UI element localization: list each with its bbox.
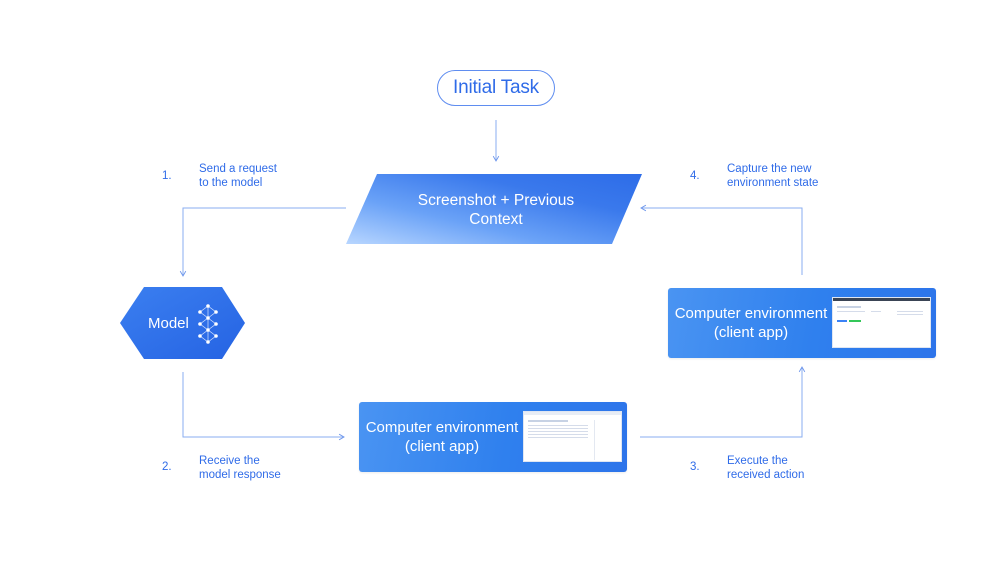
step-3-line-1: Execute the [727, 455, 788, 467]
initial-task-label: Initial Task [453, 77, 539, 98]
step-1-line-1: Send a request [199, 163, 278, 175]
context-line-2: Context [469, 211, 523, 228]
step-3-label: Execute the received action [727, 454, 804, 482]
env-right-node: Computer environment (client app) [668, 288, 936, 358]
step-4-number: 4. [690, 170, 700, 182]
neural-network-icon [198, 304, 218, 344]
env-right-label: Computer environment (client app) [670, 304, 832, 342]
context-node-label: Screenshot + Previous Context [380, 191, 612, 229]
env-bottom-label: Computer environment (client app) [361, 418, 523, 456]
arrow-context-to-model [179, 207, 346, 277]
step-1-label: Send a request to the model [199, 162, 277, 190]
step-4-line-2: environment state [727, 177, 819, 189]
step-4-line-1: Capture the new [727, 163, 812, 175]
env-right-screenshot [832, 297, 931, 348]
arrow-model-to-env [182, 372, 345, 441]
arrow-env-to-context [640, 204, 803, 275]
context-node-shape [346, 174, 642, 244]
env-bottom-screenshot [523, 411, 622, 462]
step-1-number: 1. [162, 170, 172, 182]
initial-task-node: Initial Task [437, 70, 555, 106]
step-2-label: Receive the model response [199, 454, 281, 482]
arrow-env-to-env [640, 366, 806, 438]
step-2-line-1: Receive the [199, 455, 260, 467]
step-2-line-2: model response [199, 469, 281, 481]
env-bottom-line-1: Computer environment [365, 419, 519, 436]
step-1-line-2: to the model [199, 177, 263, 189]
model-node-shape [120, 287, 245, 359]
env-bottom-line-2: (client app) [404, 438, 480, 455]
step-2-number: 2. [162, 461, 172, 473]
context-line-1: Screenshot + Previous [417, 192, 575, 209]
env-right-line-1: Computer environment [674, 305, 828, 322]
connector-lines [179, 120, 806, 441]
env-bottom-node: Computer environment (client app) [359, 402, 627, 472]
step-4-label: Capture the new environment state [727, 162, 818, 190]
step-3-number: 3. [690, 461, 700, 473]
model-node-label: Model [148, 315, 189, 332]
env-right-line-2: (client app) [713, 324, 789, 341]
step-3-line-2: received action [727, 469, 805, 481]
